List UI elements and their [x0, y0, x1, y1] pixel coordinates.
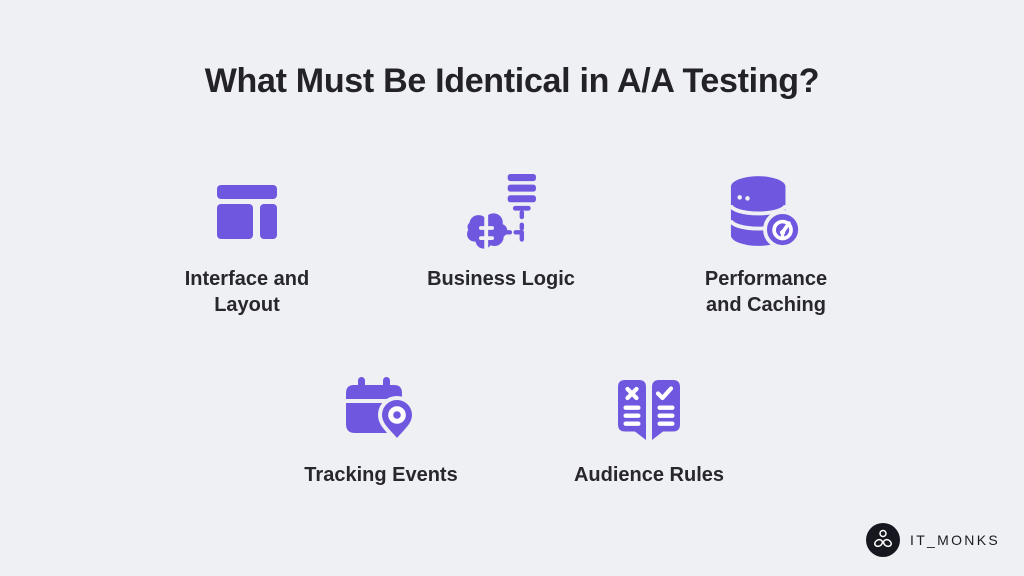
item-interface-layout: Interface and Layout [131, 170, 363, 318]
calendar-pin-icon [265, 372, 497, 450]
brain-flowchart-icon [385, 170, 617, 254]
page-title: What Must Be Identical in A/A Testing? [204, 62, 820, 100]
database-gauge-icon [650, 170, 882, 254]
brand-logo: IT_MONKS [866, 523, 1000, 557]
book-check-icon [533, 372, 765, 450]
item-label: Tracking Events [304, 464, 458, 486]
layout-icon [131, 170, 363, 254]
item-performance-caching: Performance and Caching [650, 170, 882, 318]
item-label: Audience Rules [573, 464, 725, 486]
item-label: Performance and Caching [704, 268, 828, 316]
meditating-monk-icon [866, 523, 900, 557]
item-label: Business Logic [427, 268, 575, 290]
item-label: Interface and Layout [184, 268, 310, 316]
item-audience-rules: Audience Rules [533, 372, 765, 488]
item-business-logic: Business Logic [385, 170, 617, 292]
brand-name: IT_MONKS [910, 532, 1000, 548]
item-tracking-events: Tracking Events [265, 372, 497, 488]
